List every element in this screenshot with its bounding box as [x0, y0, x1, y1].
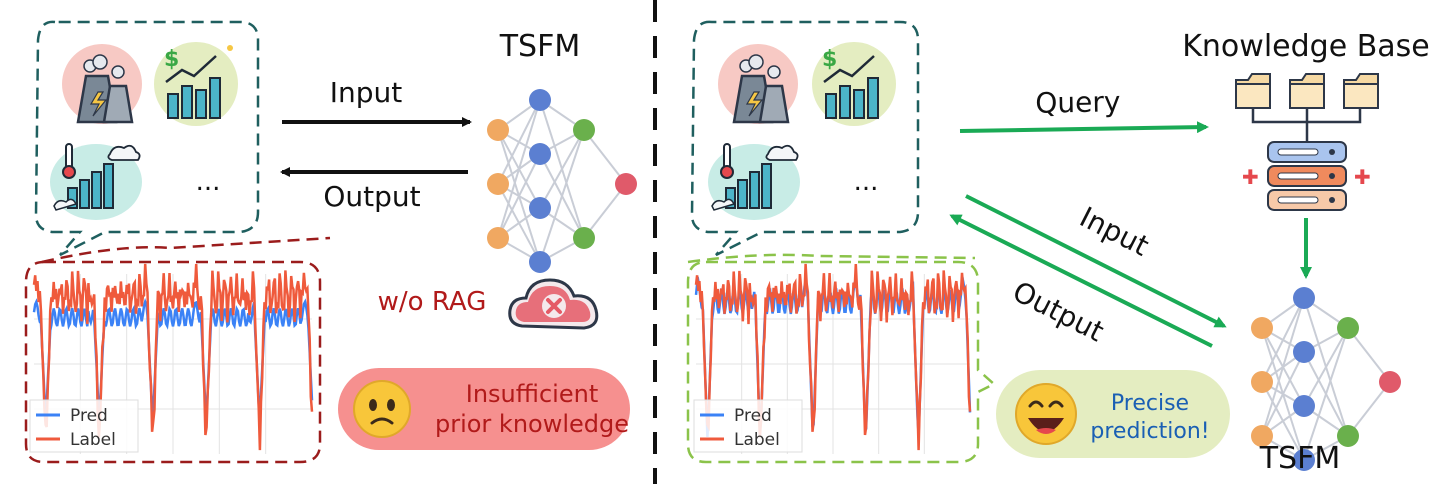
power-plant-icon — [718, 44, 798, 124]
network-node — [487, 119, 509, 141]
power-plant-icon — [62, 44, 142, 124]
input-label: Input — [330, 76, 403, 109]
network-edge — [1347, 327, 1391, 383]
insufficient-note — [338, 368, 630, 450]
network-node — [573, 119, 595, 141]
output-label: Output — [323, 180, 420, 213]
left-plot-frame — [24, 260, 322, 464]
network-edge — [583, 129, 627, 185]
network-node — [1337, 425, 1359, 447]
network-node — [529, 143, 551, 165]
svg-text:✚: ✚ — [1354, 165, 1371, 189]
legend-pred-text: Pred — [70, 406, 108, 426]
network-node — [529, 197, 551, 219]
network-edge — [1261, 297, 1305, 437]
folder-icon — [1235, 73, 1271, 109]
network-edge — [1303, 327, 1349, 461]
knowledge-base-title: Knowledge Base — [1182, 29, 1430, 64]
legend-box — [29, 399, 139, 453]
svg-text:✚: ✚ — [1242, 165, 1259, 189]
bubble-connector — [41, 236, 331, 264]
note-line-1: Insufficient — [466, 380, 598, 408]
folder-icon — [1289, 73, 1325, 109]
network-node — [1293, 449, 1315, 471]
precise-line-1: Precise — [1111, 391, 1189, 416]
server-icon: ✚ ✚ — [1242, 141, 1371, 211]
more-datasets-ellipsis-right: ... — [854, 167, 879, 197]
tsfm-network-right — [1251, 287, 1401, 471]
dataset-bubble — [34, 20, 260, 257]
input-arrow-right — [965, 194, 1227, 328]
rag-status-label: w/o RAG — [378, 287, 487, 317]
svg-text:$: $ — [164, 47, 179, 72]
pred-series-line — [32, 297, 314, 419]
folder-icon — [1343, 73, 1379, 109]
legend-box — [693, 399, 803, 453]
tsfm-title: TSFM — [499, 29, 581, 64]
network-edge — [583, 183, 627, 239]
network-edge — [1261, 351, 1305, 437]
right-plot-frame — [686, 260, 997, 464]
network-node — [1379, 371, 1401, 393]
money-chart-icon: $ — [812, 42, 896, 126]
network-node — [1251, 317, 1273, 339]
network-node — [529, 251, 551, 273]
network-node — [1293, 341, 1315, 363]
note-line-2: prior knowledge — [435, 410, 629, 438]
tsfm-network — [487, 89, 637, 273]
network-edge — [497, 153, 541, 239]
network-edge — [1261, 297, 1305, 383]
precise-line-2: prediction! — [1090, 419, 1209, 444]
query-label: Query — [1035, 85, 1121, 119]
tsfm-title-right: TSFM — [1259, 441, 1341, 476]
label-series-line — [32, 263, 314, 451]
label-series-line — [694, 263, 972, 451]
money-chart-icon: $ — [154, 42, 238, 126]
weather-chart-icon — [708, 143, 800, 220]
network-edge — [1347, 381, 1391, 437]
svg-text:$: $ — [822, 47, 837, 72]
network-node — [615, 173, 637, 195]
network-edge — [497, 99, 541, 185]
more-datasets-ellipsis: ... — [196, 167, 221, 197]
knowledge-base-icon: ✚ ✚ — [1235, 73, 1379, 211]
network-node — [487, 173, 509, 195]
network-node — [487, 227, 509, 249]
legend-label-text: Label — [734, 430, 780, 450]
legend-label-text: Label — [70, 430, 116, 450]
network-node — [573, 227, 595, 249]
sad-face-icon — [353, 380, 411, 438]
input-label-right: Input — [1075, 200, 1155, 262]
query-arrow — [959, 121, 1209, 134]
network-node — [1251, 425, 1273, 447]
network-node — [1251, 371, 1273, 393]
cloud-error-icon — [508, 278, 599, 330]
network-edge — [539, 129, 585, 209]
dataset-bubble-right — [690, 20, 920, 257]
legend-pred-text: Pred — [734, 406, 772, 426]
happy-face-icon — [1015, 383, 1077, 445]
network-node — [529, 89, 551, 111]
network-node — [1293, 287, 1315, 309]
network-node — [1337, 317, 1359, 339]
right-panel: $ ... Knowledge Base — [686, 20, 1430, 476]
weather-chart-icon — [50, 143, 142, 220]
network-edge — [1303, 327, 1349, 407]
network-edge — [539, 129, 585, 263]
network-edge — [497, 99, 541, 239]
output-arrow-right — [949, 214, 1213, 348]
network-node — [1293, 395, 1315, 417]
